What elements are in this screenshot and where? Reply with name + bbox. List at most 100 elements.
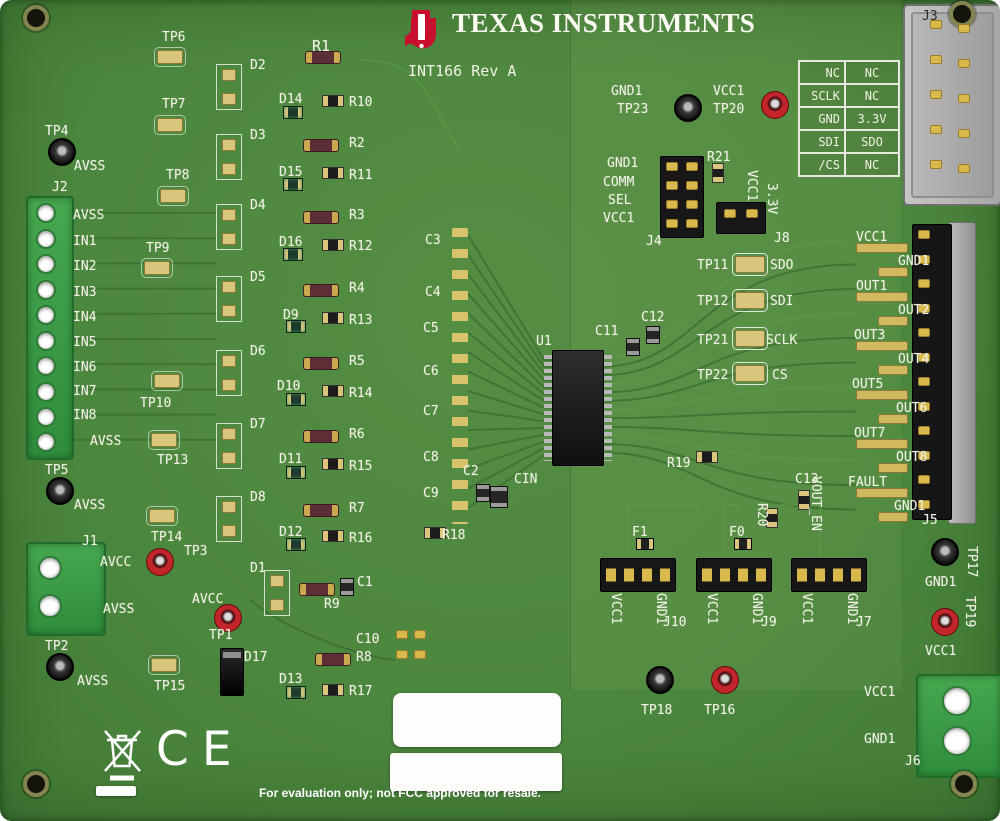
label-c8: C8 [423, 450, 439, 465]
label-d17: D17 [244, 650, 268, 665]
label-out7: OUT7 [854, 426, 886, 441]
label-in7: IN7 [73, 384, 97, 399]
res-h [303, 504, 339, 517]
tp-red [146, 548, 174, 576]
pad [414, 630, 426, 639]
tp-pad-boxed [732, 362, 768, 385]
tp-black [931, 538, 959, 566]
longpad [856, 243, 908, 253]
pad [918, 304, 930, 313]
label-r14: R14 [349, 386, 373, 401]
label-vcc1: VCC1 [856, 230, 888, 245]
j3-table-cell: SCLK [799, 84, 845, 107]
pad [666, 162, 678, 171]
ti-logo-icon [405, 10, 436, 49]
pad [918, 230, 930, 239]
ti-branding: TEXAS INSTRUMENTS [404, 8, 755, 52]
label-c6: C6 [423, 364, 439, 379]
res-h [303, 139, 339, 152]
label-vcc1: VCC1 [608, 593, 623, 625]
chip [322, 530, 344, 542]
label-out1: OUT1 [856, 279, 888, 294]
shortpad [878, 414, 908, 424]
label-r4: R4 [349, 281, 365, 296]
cap [476, 484, 490, 502]
tp-pad [157, 186, 189, 206]
screw [36, 331, 56, 351]
pad [958, 24, 970, 33]
j3-pinout-table: NC NC SCLK NC GND 3.3V SDI SDO /CS NC [798, 60, 900, 177]
label-j9: J9 [761, 615, 777, 630]
blank-label-sticker-2 [390, 753, 562, 791]
screw-l [942, 726, 972, 756]
longpad [856, 439, 908, 449]
label-u1: U1 [536, 334, 552, 349]
res-h [305, 51, 341, 64]
label-f1: F1 [632, 525, 648, 540]
label-out5: OUT5 [852, 377, 884, 392]
label-tp20: TP20 [713, 102, 745, 117]
label-tp23: TP23 [617, 102, 649, 117]
label-tp15: TP15 [154, 679, 186, 694]
pad [918, 328, 930, 337]
label-j4: J4 [646, 234, 662, 249]
pad [958, 94, 970, 103]
label-tp9: TP9 [146, 241, 170, 256]
label-avss: AVSS [77, 674, 109, 689]
screw [36, 356, 56, 376]
label-c10: C10 [356, 632, 380, 647]
shortpad [878, 365, 908, 375]
label-tp14: TP14 [151, 530, 183, 545]
label-d15: D15 [279, 165, 303, 180]
screw [36, 254, 56, 274]
j3-table-cell: SDI [799, 130, 845, 153]
label-r11: R11 [349, 168, 373, 183]
label-c5: C5 [423, 321, 439, 336]
label-tp11: TP11 [697, 258, 729, 273]
pad [666, 200, 678, 209]
header-j9 [696, 558, 772, 592]
res-h [299, 583, 335, 596]
label-avss: AVSS [90, 434, 122, 449]
chip [322, 385, 344, 397]
label-d9: D9 [283, 308, 299, 323]
label-comm: COMM [603, 175, 635, 190]
led [286, 320, 306, 333]
label-in4: IN4 [73, 310, 97, 325]
chip [322, 95, 344, 107]
weee-bin-icon [104, 730, 141, 781]
label-avcc: AVCC [100, 555, 132, 570]
label-gnd1: GND1 [898, 254, 930, 269]
hole [23, 5, 49, 31]
tp-black [46, 653, 74, 681]
pad [686, 200, 698, 209]
label-avss: AVSS [103, 602, 135, 617]
label-c3: C3 [425, 233, 441, 248]
label-d8: D8 [250, 490, 266, 505]
label-j6: J6 [905, 754, 921, 769]
label-tp3: TP3 [184, 544, 208, 559]
label-vout-en: VOUT_EN [808, 476, 823, 531]
label-tp8: TP8 [166, 168, 190, 183]
j3-table-cell: /CS [799, 153, 845, 176]
label-fault: FAULT [848, 475, 888, 490]
terminal-block-j1 [26, 542, 106, 636]
label-r13: R13 [349, 313, 373, 328]
tp-pad [154, 115, 186, 135]
pad [918, 353, 930, 362]
pad [666, 219, 678, 228]
tp-pad [141, 258, 173, 278]
j3-table-cell: NC [845, 84, 899, 107]
label-tp10: TP10 [140, 396, 172, 411]
label-tp2: TP2 [45, 639, 69, 654]
label-tp13: TP13 [157, 453, 189, 468]
chip [424, 527, 446, 539]
label-r16: R16 [349, 531, 373, 546]
label-r8: R8 [356, 650, 372, 665]
screw [36, 203, 56, 223]
cap [646, 326, 660, 344]
label-vcc1: VCC1 [799, 593, 814, 625]
pad [918, 255, 930, 264]
longpad [856, 390, 908, 400]
j3-table-cell: NC [845, 61, 899, 84]
